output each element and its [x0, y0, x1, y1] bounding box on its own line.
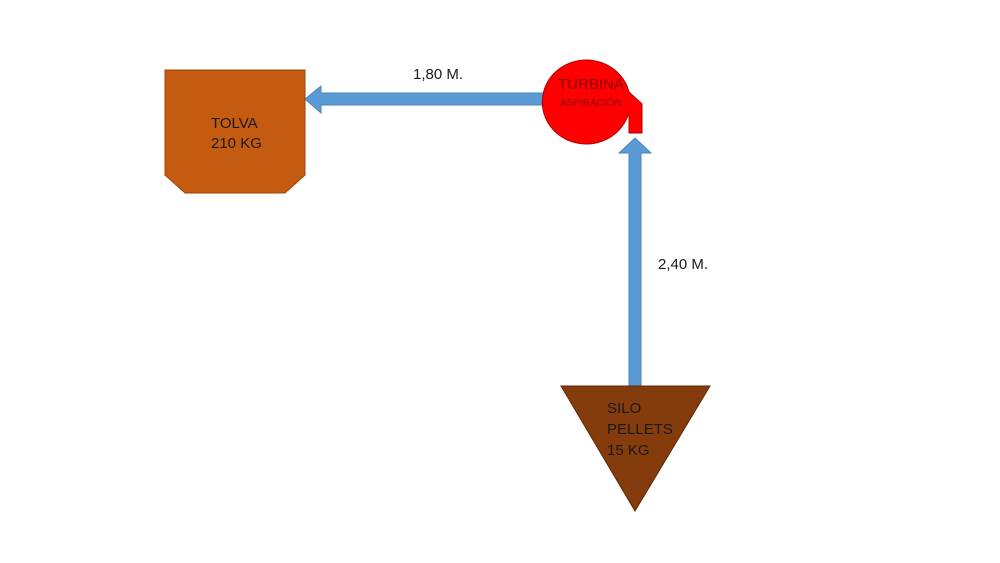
silo-label-content: PELLETS: [607, 421, 673, 438]
silo-label-name: SILO: [607, 400, 642, 417]
pipe-horizontal-length-label: 1,80 M.: [413, 66, 464, 83]
turbina-blower-shape: [541, 59, 643, 145]
tolva-label-weight: 210 KG: [211, 135, 262, 152]
pipe-arrow-horizontal: [304, 84, 547, 115]
silo-label-weight: 15 KG: [607, 442, 650, 459]
pipe-vertical-length-label: 2,40 M.: [658, 256, 709, 273]
tolva-hopper-shape: [164, 69, 306, 194]
silo-pellets-shape: [560, 385, 711, 512]
turbina-label-title: TURBINA: [558, 76, 624, 93]
turbina-label-subtitle: ASPIRACIÓN: [560, 98, 622, 109]
tolva-label-name: TOLVA: [211, 115, 258, 132]
pipe-arrow-vertical: [617, 137, 653, 387]
